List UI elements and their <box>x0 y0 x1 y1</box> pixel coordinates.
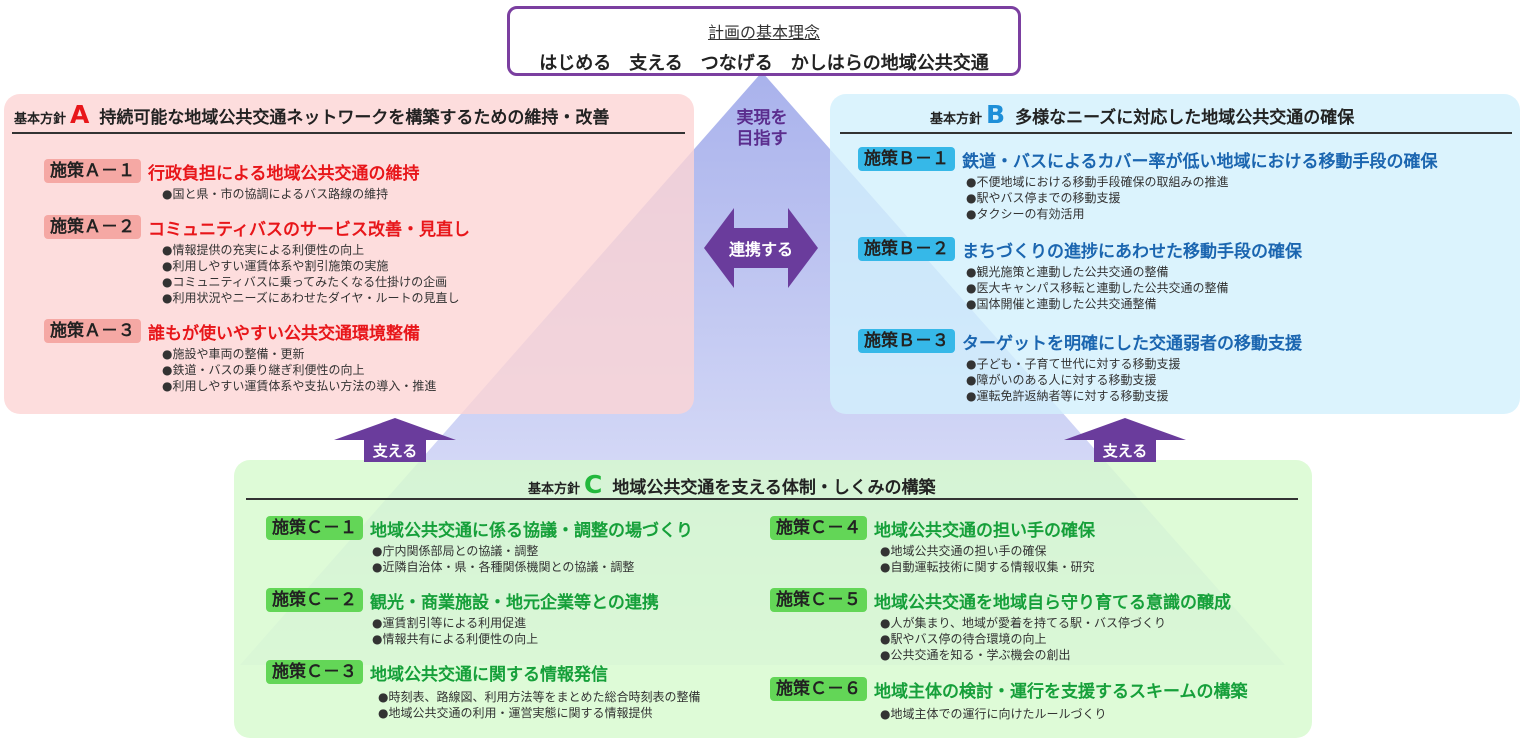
measure-item: 医大キャンパス移転と連動した公共交通の整備 <box>966 280 1302 296</box>
measure-a2-tag: 施策Ａ－２ <box>44 215 141 239</box>
up-arrow-icon <box>1064 418 1186 462</box>
measure-c4: 施策Ｃ－４ 地域公共交通の担い手の確保 地域公共交通の担い手の確保 自動運転技術… <box>770 515 1095 575</box>
measure-item: 人が集まり、地域が愛着を持てる駅・バス停づくり <box>880 615 1231 631</box>
measure-c4-tag: 施策Ｃ－４ <box>770 516 867 540</box>
double-arrow-icon <box>704 208 818 288</box>
measure-a1-title: 行政負担による地域公共交通の維持 <box>148 163 420 184</box>
measure-item: 子ども・子育て世代に対する移動支援 <box>966 356 1302 372</box>
measure-c2: 施策Ｃ－２ 観光・商業施設・地元企業等との連携 運賃割引等による利用促進 情報共… <box>266 587 659 647</box>
policy-c-letter: C <box>584 470 603 499</box>
measure-c5-tag: 施策Ｃ－５ <box>770 588 867 612</box>
measure-c1-tag: 施策Ｃ－１ <box>266 516 363 540</box>
measure-item: 施設や車両の整備・更新 <box>162 346 436 362</box>
measure-item: 地域公共交通の担い手の確保 <box>880 543 1095 559</box>
policy-b-prefix: 基本方針 <box>930 112 983 127</box>
measure-item: 不便地域における移動手段確保の取組みの推進 <box>966 174 1438 190</box>
realize-label-line1: 実現を <box>736 108 788 128</box>
measure-b2: 施策Ｂ－２ まちづくりの進捗にあわせた移動手段の確保 観光施策と連動した公共交通… <box>858 236 1302 312</box>
measure-c6: 施策Ｃ－６ 地域主体の検討・運行を支援するスキームの構築 地域主体での運行に向け… <box>770 676 1248 722</box>
measure-b1: 施策Ｂ－１ 鉄道・バスによるカバー率が低い地域における移動手段の確保 不便地域に… <box>858 146 1438 222</box>
measure-a3-tag: 施策Ａ－３ <box>44 319 141 343</box>
cooperate-label: 連携する <box>728 240 793 259</box>
realize-goal-label: 実現を 目指す <box>722 108 802 150</box>
measure-item: 駅やバス停までの移動支援 <box>966 190 1438 206</box>
measure-c1-title: 地域公共交通に係る協議・調整の場づくり <box>370 520 693 541</box>
realize-label-line2: 目指す <box>736 129 788 149</box>
measure-item: 庁内関係部局との協議・調整 <box>372 543 693 559</box>
measure-c6-tag: 施策Ｃ－６ <box>770 677 867 701</box>
policy-c-divider <box>246 498 1298 500</box>
up-arrow-shape-right <box>1064 418 1186 462</box>
concept-title: 計画の基本理念 <box>707 23 820 42</box>
measure-a1-tag: 施策Ａ－１ <box>44 159 141 183</box>
measure-item: タクシーの有効活用 <box>966 206 1438 222</box>
measure-item: 鉄道・バスの乗り継ぎ利便性の向上 <box>162 362 436 378</box>
up-arrow-icon <box>334 418 456 462</box>
support-label-right: 支える <box>1102 442 1148 460</box>
policy-b-heading: 基本方針 B 多様なニーズに対応した地域公共交通の確保 <box>930 100 1354 129</box>
policy-a-letter: A <box>70 100 90 129</box>
measure-c6-title: 地域主体の検討・運行を支援するスキームの構築 <box>874 681 1248 702</box>
measure-b1-title: 鉄道・バスによるカバー率が低い地域における移動手段の確保 <box>962 151 1438 172</box>
measure-c5: 施策Ｃ－５ 地域公共交通を地域自ら守り育てる意識の醸成 人が集まり、地域が愛着を… <box>770 587 1231 663</box>
measure-item: 利用しやすい運賃体系や割引施策の実施 <box>162 258 470 274</box>
measure-item: 近隣自治体・県・各種関係機関との協議・調整 <box>372 559 693 575</box>
measure-a2: 施策Ａ－２ コミュニティバスのサービス改善・見直し 情報提供の充実による利便性の… <box>44 214 470 306</box>
concept-slogan: はじめる 支える つなげる かしはらの地域公共交通 <box>539 53 989 74</box>
measure-b1-tag: 施策Ｂ－１ <box>858 147 955 171</box>
policy-a-prefix: 基本方針 <box>14 112 67 127</box>
measure-c3-tag: 施策Ｃ－３ <box>266 660 363 684</box>
policy-b-divider <box>840 132 1512 134</box>
measure-item: 国と県・市の協調によるバス路線の維持 <box>162 186 420 202</box>
measure-b3-title: ターゲットを明確にした交通弱者の移動支援 <box>962 333 1302 354</box>
support-label-left: 支える <box>372 442 418 460</box>
basic-concept-box: 計画の基本理念 はじめる 支える つなげる かしはらの地域公共交通 <box>507 6 1021 76</box>
double-arrow-shape <box>704 208 818 288</box>
measure-item: 時刻表、路線図、利用方法等をまとめた総合時刻表の整備 <box>378 689 700 705</box>
measure-a3: 施策Ａ－３ 誰もが使いやすい公共交通環境整備 施設や車両の整備・更新 鉄道・バス… <box>44 318 436 394</box>
measure-b2-tag: 施策Ｂ－２ <box>858 237 955 261</box>
policy-c-title: 地域公共交通を支える体制・しくみの構築 <box>612 478 936 498</box>
measure-c5-title: 地域公共交通を地域自ら守り育てる意識の醸成 <box>874 592 1231 613</box>
measure-item: 地域公共交通の利用・運営実態に関する情報提供 <box>378 705 701 721</box>
policy-c-heading: 基本方針 C 地域公共交通を支える体制・しくみの構築 <box>528 470 936 499</box>
up-arrow-shape-left <box>334 418 456 462</box>
measure-a3-title: 誰もが使いやすい公共交通環境整備 <box>148 323 420 344</box>
measure-item: 運転免許返納者等に対する移動支援 <box>966 388 1302 404</box>
measure-item: 地域主体での運行に向けたルールづくり <box>880 706 1248 722</box>
measure-item: 国体開催と連動した公共交通整備 <box>966 296 1302 312</box>
measure-c3-title: 地域公共交通に関する情報発信 <box>370 664 608 685</box>
measure-b3: 施策Ｂ－３ ターゲットを明確にした交通弱者の移動支援 子ども・子育て世代に対する… <box>858 328 1302 404</box>
measure-item: 情報提供の充実による利便性の向上 <box>162 242 470 258</box>
measure-item: 公共交通を知る・学ぶ機会の創出 <box>880 647 1231 663</box>
policy-a-heading: 基本方針 A 持続可能な地域公共交通ネットワークを構築するための維持・改善 <box>14 100 609 129</box>
measure-c4-title: 地域公共交通の担い手の確保 <box>874 520 1095 541</box>
policy-b-title: 多様なニーズに対応した地域公共交通の確保 <box>1015 108 1355 128</box>
measure-item: 利用状況やニーズにあわせたダイヤ・ルートの見直し <box>162 290 470 306</box>
measure-item: 情報共有による利便性の向上 <box>372 631 659 647</box>
measure-c3: 施策Ｃ－３ 地域公共交通に関する情報発信 時刻表、路線図、利用方法等をまとめた総… <box>266 659 701 721</box>
measure-item: コミュニティバスに乗ってみたくなる仕掛けの企画 <box>162 274 470 290</box>
policy-b-letter: B <box>986 100 1006 129</box>
measure-item: 運賃割引等による利用促進 <box>372 615 659 631</box>
measure-item: 障がいのある人に対する移動支援 <box>966 372 1302 388</box>
measure-b2-title: まちづくりの進捗にあわせた移動手段の確保 <box>962 241 1302 262</box>
measure-item: 観光施策と連動した公共交通の整備 <box>966 264 1302 280</box>
policy-a-divider <box>12 132 685 134</box>
measure-a1: 施策Ａ－１ 行政負担による地域公共交通の維持 国と県・市の協調によるバス路線の維… <box>44 158 420 202</box>
measure-b3-tag: 施策Ｂ－３ <box>858 329 955 353</box>
measure-a2-title: コミュニティバスのサービス改善・見直し <box>148 219 470 240</box>
measure-c1: 施策Ｃ－１ 地域公共交通に係る協議・調整の場づくり 庁内関係部局との協議・調整 … <box>266 515 693 575</box>
policy-a-title: 持続可能な地域公共交通ネットワークを構築するための維持・改善 <box>99 108 610 128</box>
measure-c2-title: 観光・商業施設・地元企業等との連携 <box>370 592 659 613</box>
measure-item: 自動運転技術に関する情報収集・研究 <box>880 559 1095 575</box>
measure-item: 駅やバス停の待合環境の向上 <box>880 631 1231 647</box>
measure-c2-tag: 施策Ｃ－２ <box>266 588 363 612</box>
policy-c-prefix: 基本方針 <box>528 482 581 497</box>
measure-item: 利用しやすい運賃体系や支払い方法の導入・推進 <box>162 378 436 394</box>
